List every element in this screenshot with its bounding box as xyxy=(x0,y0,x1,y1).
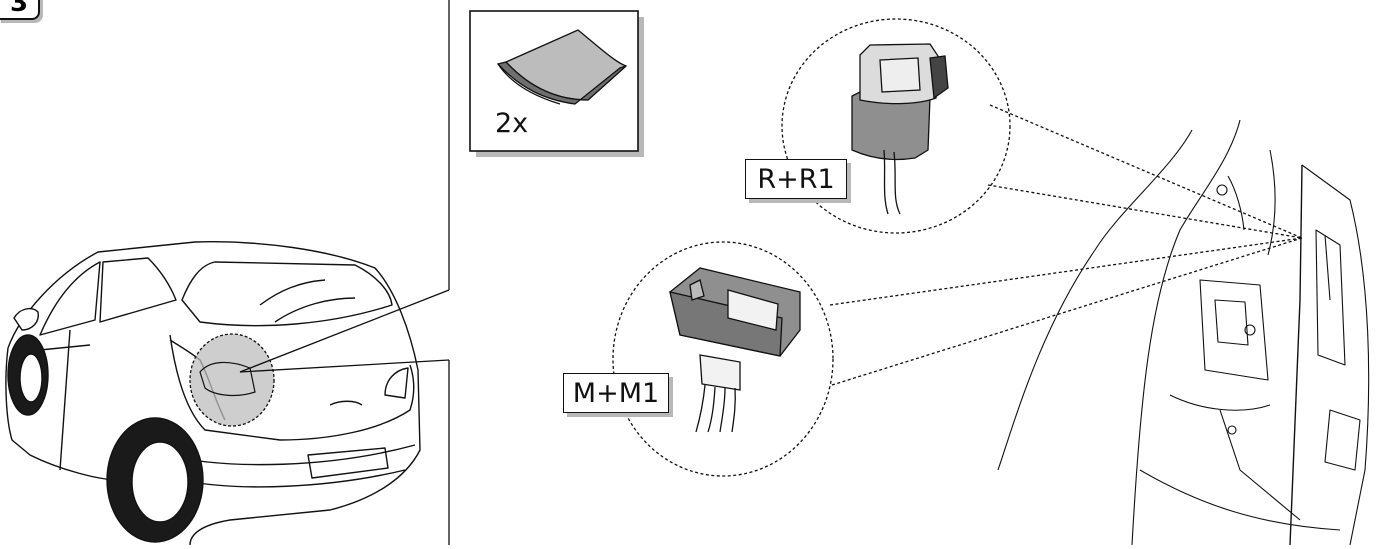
car-wheels xyxy=(7,334,204,543)
relay-part-label: R+R1 xyxy=(745,159,847,199)
adhesive-pad-quantity: 2x xyxy=(495,108,529,139)
control-module-icon xyxy=(669,267,801,433)
adhesive-pad-box xyxy=(469,10,644,157)
mounting-location-marker xyxy=(189,289,450,427)
relay-part-label-text: R+R1 xyxy=(757,163,835,195)
module-detail-circle xyxy=(612,241,834,477)
relay-detail-circle xyxy=(781,18,1011,234)
adhesive-pad-icon xyxy=(496,29,628,105)
module-part-label-text: M+M1 xyxy=(572,377,660,409)
step-number-box: 3 xyxy=(0,0,40,20)
step-number: 3 xyxy=(9,0,29,18)
leader-lines xyxy=(829,104,1303,386)
module-part-label: M+M1 xyxy=(563,373,669,413)
tailgate-interior-illustration xyxy=(997,119,1370,546)
relay-icon xyxy=(851,43,949,215)
